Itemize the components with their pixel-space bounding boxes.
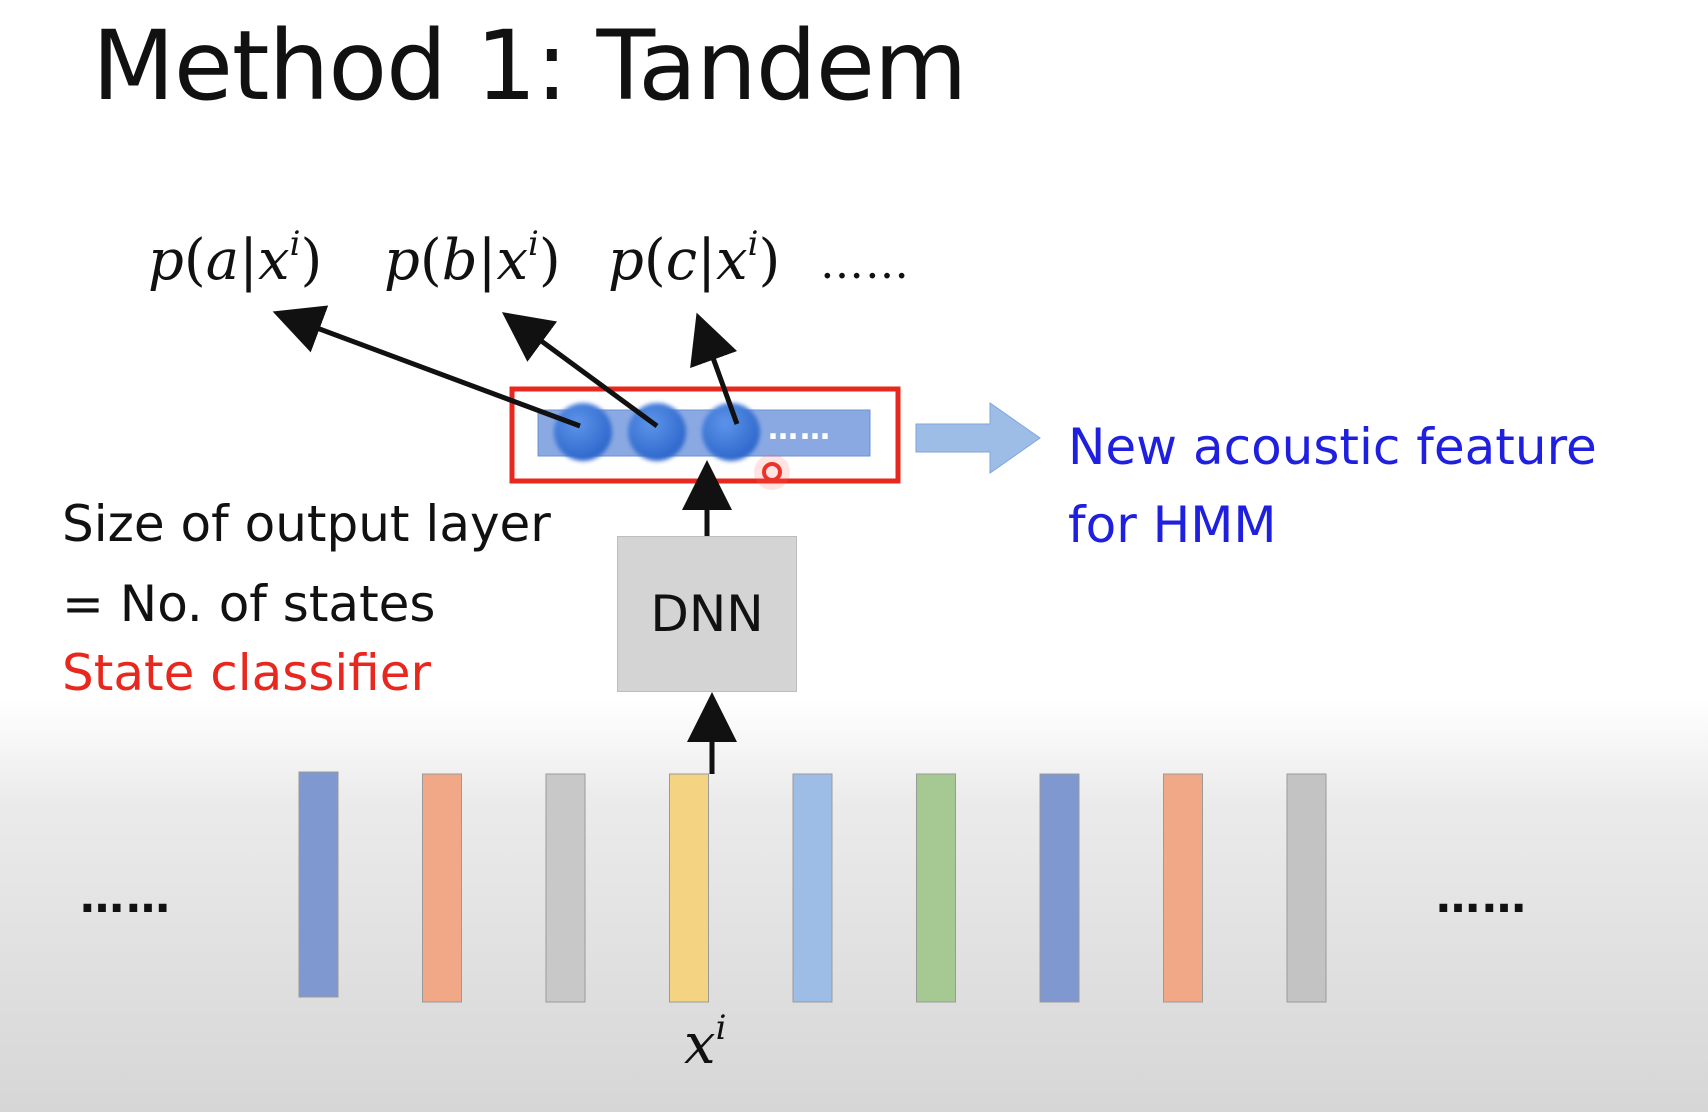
acoustic-frame	[545, 773, 586, 1003]
state-classifier-label: State classifier	[62, 644, 432, 702]
feature-label-line1: New acoustic feature	[1068, 418, 1597, 476]
prob-label-b: p(b|xi)	[384, 224, 561, 293]
arrow-to-prob-c	[690, 312, 740, 425]
prob-label-c: p(c|xi)	[608, 224, 781, 293]
sequence-left-ellipsis: ……	[80, 872, 172, 923]
prob-label-a: p(a|xi)	[148, 224, 323, 293]
acoustic-frame	[792, 773, 833, 1003]
acoustic-frame-sequence	[298, 771, 1327, 1003]
output-layer-ellipsis: ……	[768, 412, 832, 447]
feature-label-line2: for HMM	[1068, 496, 1277, 554]
output-node-a	[554, 403, 612, 461]
arrow-to-prob-a	[272, 305, 581, 429]
arrow-to-prob-b	[501, 312, 659, 429]
size-note-line2: = No. of states	[62, 575, 436, 633]
acoustic-frame	[916, 773, 956, 1003]
pointer-marker	[762, 462, 782, 482]
pointer-glow	[754, 454, 790, 490]
dnn-label: DNN	[650, 585, 764, 643]
input-frame-label: xi	[684, 1008, 727, 1077]
acoustic-frame	[1163, 773, 1203, 1003]
size-note: Size of output layer = No. of states	[62, 484, 551, 644]
size-note-line1: Size of output layer	[62, 495, 551, 553]
dnn-box: DNN	[617, 536, 797, 692]
slide-title: Method 1: Tandem	[92, 10, 967, 122]
feature-label: New acoustic feature for HMM	[1068, 408, 1597, 564]
prob-ellipsis: ……	[820, 238, 910, 289]
acoustic-frame-selected	[669, 773, 709, 1003]
acoustic-frame	[1286, 773, 1327, 1003]
sequence-right-ellipsis: ……	[1436, 872, 1528, 923]
output-node-c	[702, 403, 760, 461]
acoustic-frame	[1039, 773, 1080, 1003]
acoustic-frame	[298, 771, 339, 998]
acoustic-frame	[422, 773, 462, 1003]
feature-block-arrow	[915, 402, 1041, 474]
